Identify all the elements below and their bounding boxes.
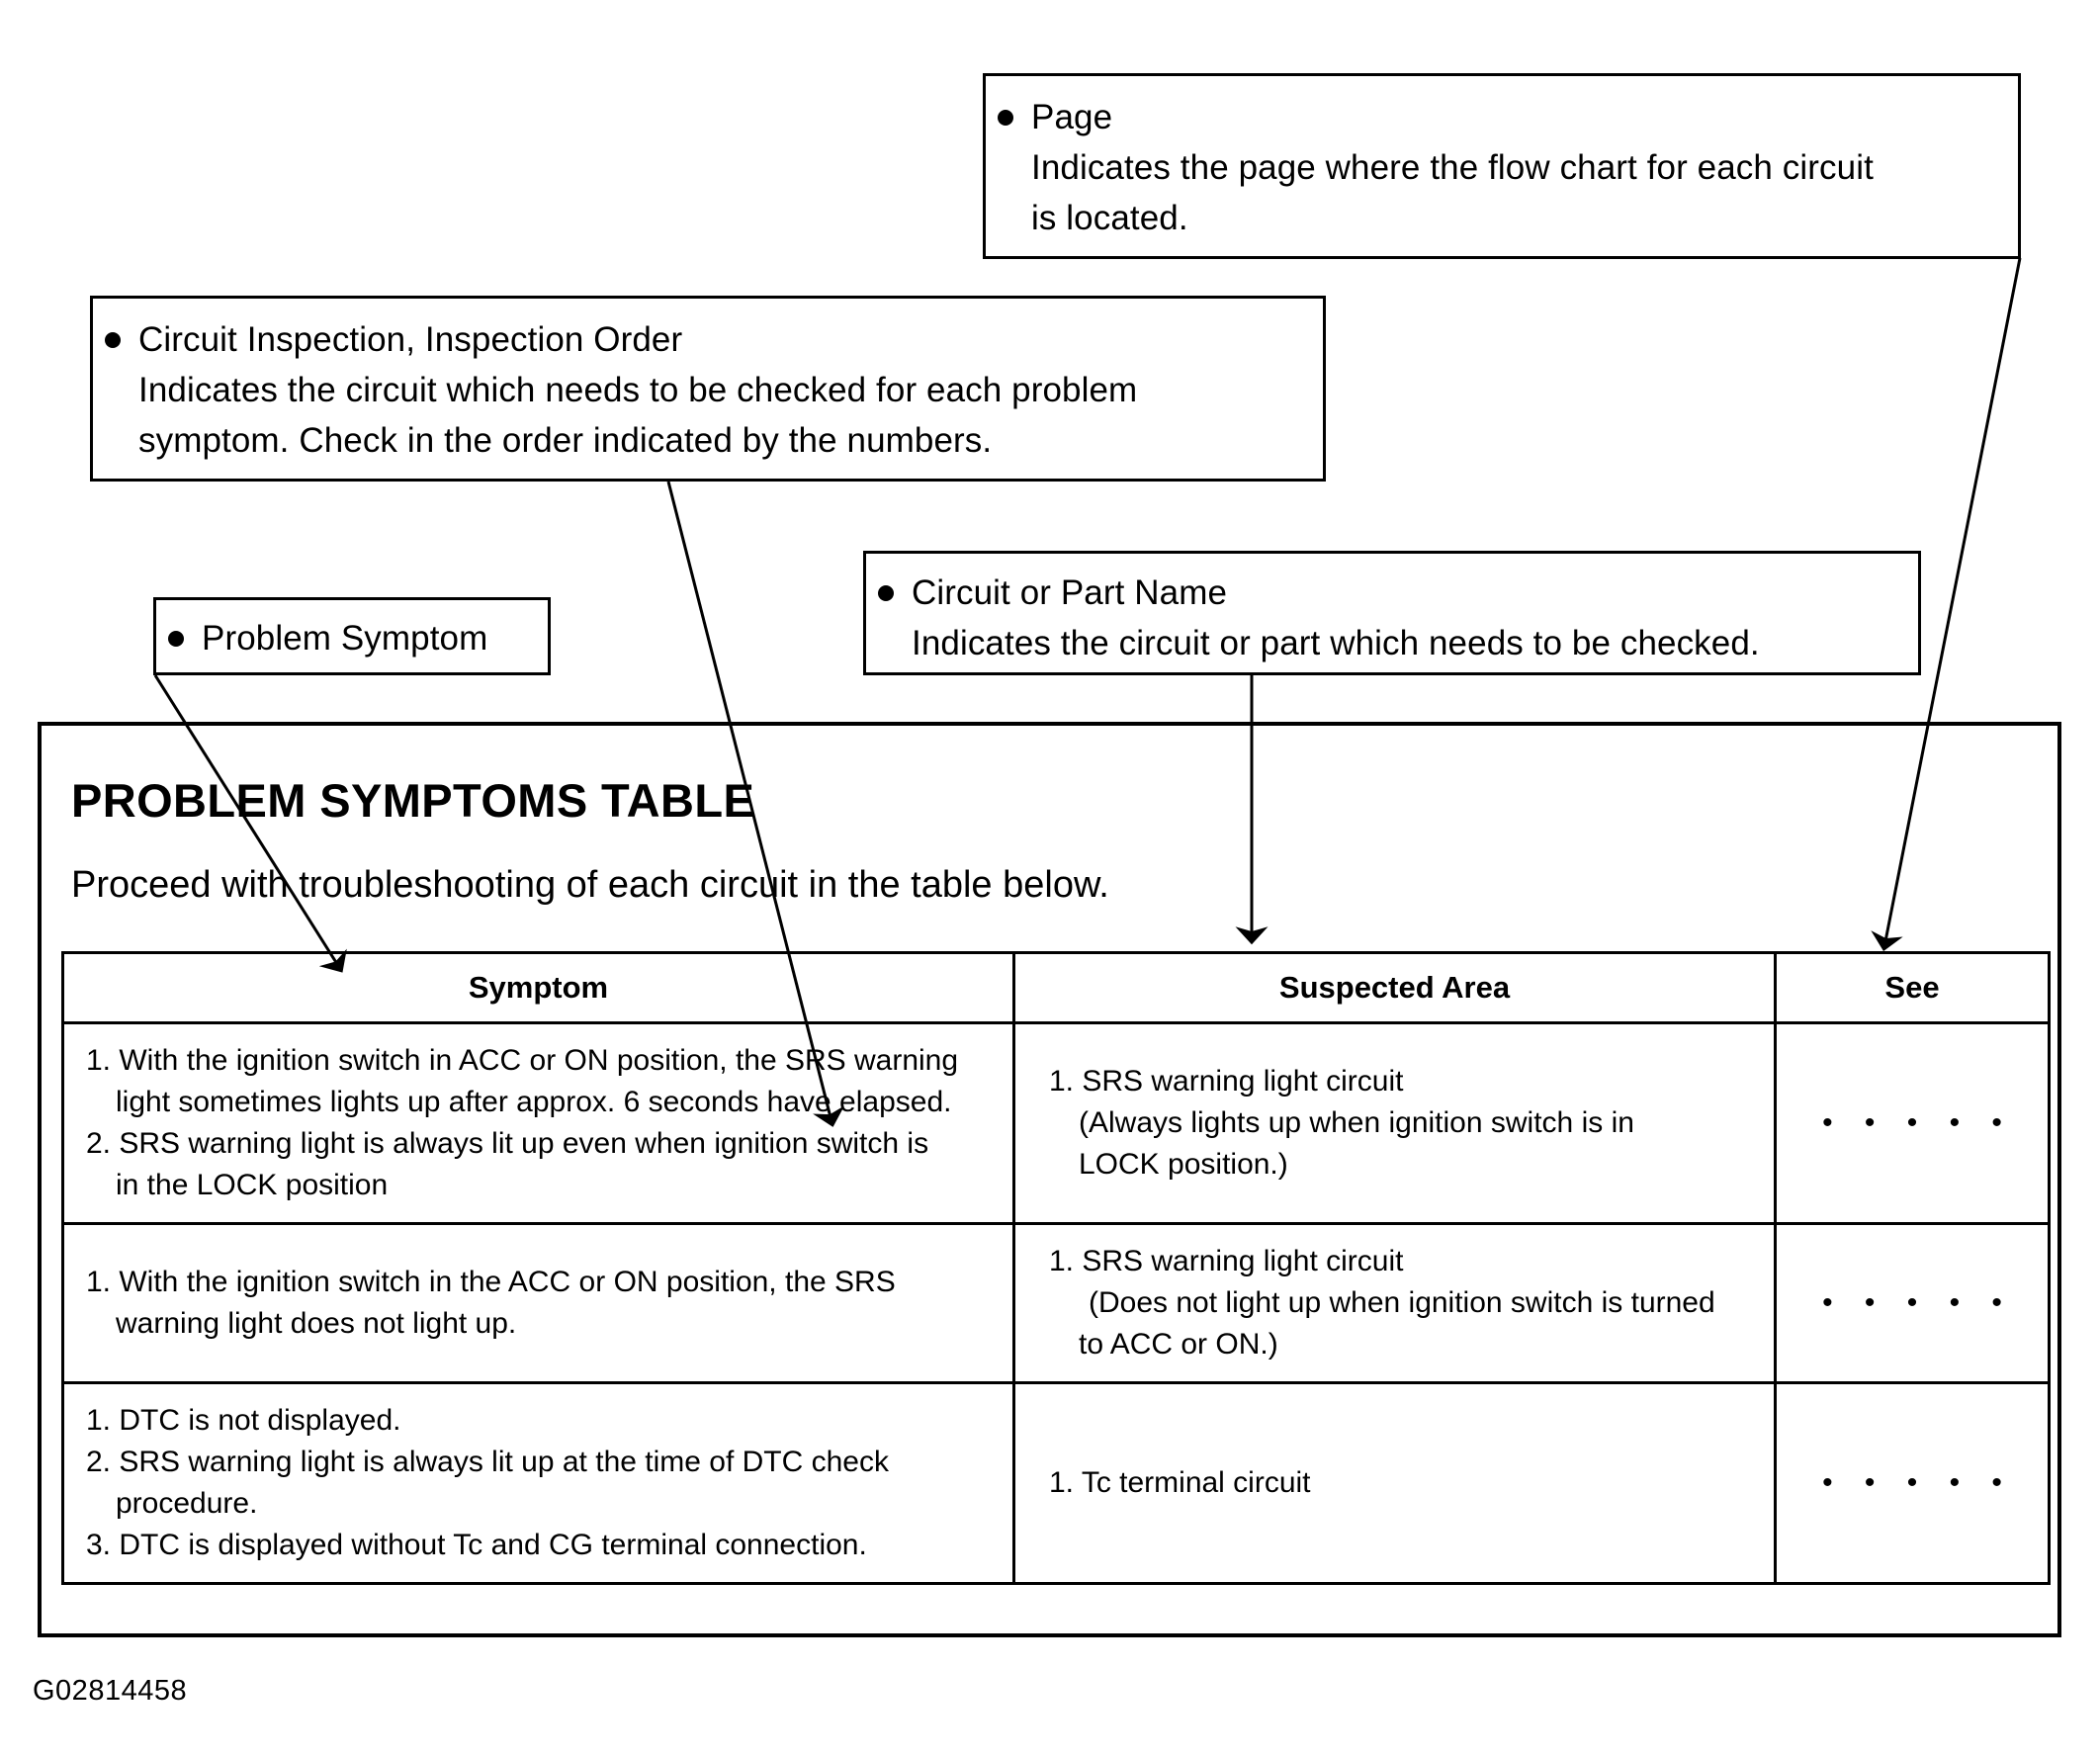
- bullet-icon: [105, 331, 121, 348]
- cell-suspected-area: 1. SRS warning light circuit (Always lig…: [1012, 1021, 1777, 1225]
- suspected-area-list: 1. SRS warning light circuit (Does not l…: [1015, 1225, 1774, 1381]
- table-row: 1. With the ignition switch in ACC or ON…: [61, 1021, 2051, 1225]
- cell-suspected-area: 1. SRS warning light circuit (Does not l…: [1012, 1222, 1777, 1384]
- table-row: 1. DTC is not displayed. 2. SRS warning …: [61, 1381, 2051, 1585]
- callout-circuit-inspection-title-row: Circuit Inspection, Inspection Order: [93, 314, 1323, 365]
- column-header-see: See: [1774, 951, 2051, 1024]
- symptom-line: light sometimes lights up after approx. …: [116, 1086, 952, 1118]
- suspected-area-line: to ACC or ON.): [1079, 1328, 1278, 1361]
- callout-problem-symptom-title-row: Problem Symptom: [156, 613, 548, 663]
- cell-suspected-area: 1. Tc terminal circuit: [1012, 1381, 1777, 1585]
- symptom-list: 1. With the ignition switch in the ACC o…: [64, 1246, 1012, 1361]
- callout-page-line-2: is located.: [1031, 199, 1188, 237]
- callout-circuit-part-name-line-1: Indicates the circuit or part which need…: [912, 624, 1760, 662]
- symptom-line: 1. With the ignition switch in ACC or ON…: [86, 1044, 959, 1077]
- suspected-area-line: 1. SRS warning light circuit: [1049, 1245, 1404, 1277]
- symptom-line: in the LOCK position: [116, 1169, 389, 1201]
- symptom-list: 1. DTC is not displayed. 2. SRS warning …: [64, 1384, 1012, 1582]
- symptom-line: warning light does not light up.: [116, 1307, 517, 1340]
- callout-page-title: Page: [1031, 98, 1113, 136]
- bullet-icon: [168, 630, 184, 647]
- bullet-icon: [878, 584, 894, 601]
- suspected-area-line: 1. Tc terminal circuit: [1049, 1466, 1311, 1499]
- callout-problem-symptom: Problem Symptom: [153, 597, 551, 675]
- symptom-line: 1. DTC is not displayed.: [86, 1404, 401, 1437]
- suspected-area-line: LOCK position.): [1079, 1148, 1288, 1181]
- callout-circuit-part-name-title: Circuit or Part Name: [912, 573, 1228, 612]
- symptom-line: 1. With the ignition switch in the ACC o…: [86, 1266, 896, 1298]
- figure-id: G02814458: [33, 1675, 188, 1707]
- callout-page-line-1: Indicates the page where the flow chart …: [1031, 148, 1874, 187]
- intro-text: Proceed with troubleshooting of each cir…: [71, 864, 1109, 906]
- symptom-line: 3. DTC is displayed without Tc and CG te…: [86, 1529, 867, 1561]
- suspected-area-line: 1. SRS warning light circuit: [1049, 1065, 1404, 1098]
- problem-symptoms-panel: PROBLEM SYMPTOMS TABLE Proceed with trou…: [38, 722, 2061, 1637]
- suspected-area-line: (Does not light up when ignition switch …: [1089, 1286, 1715, 1319]
- cell-see: • • • • •: [1774, 1021, 2051, 1225]
- cell-symptom: 1. DTC is not displayed. 2. SRS warning …: [61, 1381, 1015, 1585]
- symptom-line: 2. SRS warning light is always lit up ev…: [86, 1127, 929, 1160]
- column-header-suspected-area: Suspected Area: [1012, 951, 1777, 1024]
- column-header-suspected-area-label: Suspected Area: [1278, 970, 1511, 1005]
- cell-symptom: 1. With the ignition switch in ACC or ON…: [61, 1021, 1015, 1225]
- problem-symptoms-table: Symptom Suspected Area See 1. With the i…: [61, 951, 2051, 1585]
- see-reference-dots: • • • • •: [1822, 1466, 2014, 1499]
- callout-circuit-part-name: Circuit or Part Name Indicates the circu…: [863, 551, 1921, 675]
- cell-see: • • • • •: [1774, 1381, 2051, 1585]
- column-header-see-label: See: [1884, 970, 1940, 1005]
- symptom-list: 1. With the ignition switch in ACC or ON…: [64, 1024, 1012, 1222]
- cell-symptom: 1. With the ignition switch in the ACC o…: [61, 1222, 1015, 1384]
- column-header-symptom: Symptom: [61, 951, 1015, 1024]
- table-row: 1. With the ignition switch in the ACC o…: [61, 1222, 2051, 1384]
- callout-page: Page Indicates the page where the flow c…: [983, 73, 2021, 259]
- bullet-icon: [998, 109, 1013, 126]
- callout-circuit-inspection-line-1: Indicates the circuit which needs to be …: [138, 371, 1138, 409]
- callout-problem-symptom-title: Problem Symptom: [202, 619, 488, 658]
- symptom-line: 2. SRS warning light is always lit up at…: [86, 1446, 889, 1478]
- column-header-symptom-label: Symptom: [468, 970, 609, 1005]
- suspected-area-list: 1. SRS warning light circuit (Always lig…: [1015, 1045, 1774, 1201]
- suspected-area-list: 1. Tc terminal circuit: [1015, 1447, 1774, 1520]
- table-header-row: Symptom Suspected Area See: [61, 951, 2051, 1024]
- callout-circuit-inspection: Circuit Inspection, Inspection Order Ind…: [90, 296, 1326, 482]
- callout-circuit-part-name-title-row: Circuit or Part Name: [866, 568, 1918, 618]
- callout-page-title-row: Page: [986, 92, 2018, 142]
- cell-see: • • • • •: [1774, 1222, 2051, 1384]
- symptom-line: procedure.: [116, 1487, 258, 1520]
- page-title: PROBLEM SYMPTOMS TABLE: [71, 774, 755, 827]
- see-reference-dots: • • • • •: [1822, 1106, 2014, 1139]
- see-reference-dots: • • • • •: [1822, 1286, 2014, 1319]
- suspected-area-line: (Always lights up when ignition switch i…: [1079, 1106, 1634, 1139]
- callout-circuit-inspection-line-2: symptom. Check in the order indicated by…: [138, 421, 993, 460]
- callout-circuit-inspection-title: Circuit Inspection, Inspection Order: [138, 320, 683, 359]
